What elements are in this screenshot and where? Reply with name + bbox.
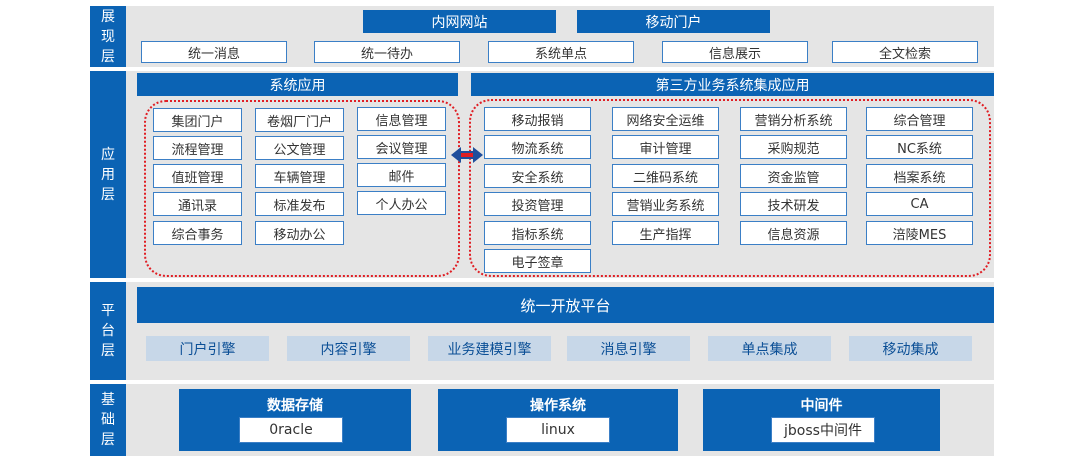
tp-integrated-management: 综合管理 bbox=[866, 107, 973, 131]
tp-investment-management: 投资管理 bbox=[484, 192, 591, 216]
foundation-middleware: 中间件 jboss中间件 bbox=[703, 389, 940, 451]
third-party-apps-title: 第三方业务系统集成应用 bbox=[471, 73, 994, 96]
tp-logistics: 物流系统 bbox=[484, 135, 591, 159]
tp-indicator-system: 指标系统 bbox=[484, 221, 591, 245]
tp-nc-system: NC系统 bbox=[866, 135, 973, 159]
tp-archive-system: 档案系统 bbox=[866, 164, 973, 188]
foundation-block-title: 中间件 bbox=[800, 398, 843, 414]
engine-business-modeling: 业务建模引擎 bbox=[428, 336, 551, 361]
app-general-affairs: 综合事务 bbox=[153, 221, 242, 245]
foundation-operating-system: 操作系统 linux bbox=[438, 389, 678, 451]
tp-marketing-business: 营销业务系统 bbox=[612, 192, 719, 216]
tp-marketing-analysis: 营销分析系统 bbox=[740, 107, 847, 131]
engine-message: 消息引擎 bbox=[567, 336, 690, 361]
app-factory-portal: 卷烟厂门户 bbox=[255, 108, 344, 132]
app-group-portal: 集团门户 bbox=[153, 108, 242, 132]
app-duty-management: 值班管理 bbox=[153, 164, 242, 188]
tp-qrcode-system: 二维码系统 bbox=[612, 164, 719, 188]
engine-sso-integration: 单点集成 bbox=[708, 336, 831, 361]
foundation-block-title: 操作系统 bbox=[530, 398, 586, 414]
service-fulltext-search: 全文检索 bbox=[832, 41, 978, 63]
app-address-book: 通讯录 bbox=[153, 192, 242, 216]
tp-mobile-reimbursement: 移动报销 bbox=[484, 107, 591, 131]
service-info-display: 信息展示 bbox=[662, 41, 808, 63]
tp-electronic-signature: 电子签章 bbox=[484, 249, 591, 273]
portal-intranet-site: 内网网站 bbox=[363, 10, 556, 33]
layer-label-application: 应用层 bbox=[90, 71, 126, 278]
app-personal-office: 个人办公 bbox=[357, 191, 446, 215]
app-mobile-office: 移动办公 bbox=[255, 221, 344, 245]
third-party-apps-group bbox=[469, 99, 991, 277]
foundation-data-storage: 数据存储 0racle bbox=[179, 389, 411, 451]
app-mail: 邮件 bbox=[357, 163, 446, 187]
app-standard-release: 标准发布 bbox=[255, 192, 344, 216]
layer-label-platform: 平台层 bbox=[90, 282, 126, 380]
tp-audit-management: 审计管理 bbox=[612, 135, 719, 159]
foundation-block-item: 0racle bbox=[239, 417, 343, 443]
foundation-block-item: jboss中间件 bbox=[771, 417, 875, 443]
app-vehicle-management: 车辆管理 bbox=[255, 164, 344, 188]
app-meeting-management: 会议管理 bbox=[357, 135, 446, 159]
tp-security-system: 安全系统 bbox=[484, 164, 591, 188]
unified-open-platform: 统一开放平台 bbox=[137, 287, 994, 323]
app-document-management: 公文管理 bbox=[255, 136, 344, 160]
layer-label-presentation: 展现层 bbox=[90, 6, 126, 67]
engine-content: 内容引擎 bbox=[287, 336, 410, 361]
layer-label-foundation: 基础层 bbox=[90, 384, 126, 456]
tp-fund-supervision: 资金监管 bbox=[740, 164, 847, 188]
tp-procurement: 采购规范 bbox=[740, 135, 847, 159]
bidirectional-arrow-icon bbox=[451, 147, 483, 163]
tp-network-security-ops: 网络安全运维 bbox=[612, 107, 719, 131]
tp-tech-rd: 技术研发 bbox=[740, 192, 847, 216]
engine-mobile-integration: 移动集成 bbox=[849, 336, 972, 361]
tp-fuling-mes: 涪陵MES bbox=[866, 221, 973, 245]
portal-mobile: 移动门户 bbox=[577, 10, 770, 33]
tp-information-resources: 信息资源 bbox=[740, 221, 847, 245]
foundation-block-item: linux bbox=[506, 417, 610, 443]
app-workflow-management: 流程管理 bbox=[153, 136, 242, 160]
service-sso: 系统单点 bbox=[488, 41, 634, 63]
service-unified-messages: 统一消息 bbox=[141, 41, 287, 63]
app-info-management: 信息管理 bbox=[357, 107, 446, 131]
system-apps-title: 系统应用 bbox=[137, 73, 458, 96]
tp-ca: CA bbox=[866, 192, 973, 216]
foundation-block-title: 数据存储 bbox=[267, 398, 323, 414]
system-apps-group bbox=[144, 100, 460, 277]
tp-production-command: 生产指挥 bbox=[612, 221, 719, 245]
engine-portal: 门户引擎 bbox=[146, 336, 269, 361]
service-unified-todo: 统一待办 bbox=[314, 41, 460, 63]
